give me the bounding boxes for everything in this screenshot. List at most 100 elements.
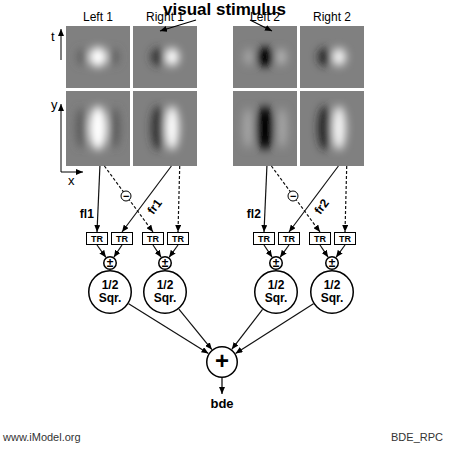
box-label: TR bbox=[147, 234, 159, 244]
panel-heading: Right 2 bbox=[286, 10, 378, 24]
sign-symbol: ± bbox=[273, 257, 280, 269]
sign-circle: ± bbox=[269, 256, 283, 270]
sign-symbol: ± bbox=[107, 257, 114, 269]
circle-outline bbox=[104, 257, 117, 270]
receptive-field-panel: Left 2 bbox=[233, 26, 297, 166]
text-holder: 1/2 Sqr. bbox=[310, 270, 354, 314]
inhibition-sign: − bbox=[121, 190, 132, 201]
transducer-box: TR bbox=[142, 232, 164, 245]
circle-outline bbox=[311, 271, 354, 314]
circle-outline bbox=[255, 271, 298, 314]
sum-circle: + bbox=[206, 346, 238, 378]
operation-label: 1/2 Sqr. bbox=[259, 279, 293, 305]
connector bbox=[97, 166, 100, 232]
axis-arrow bbox=[61, 104, 62, 172]
connector bbox=[153, 245, 161, 257]
circle-outline bbox=[326, 257, 339, 270]
operation-label: 1/2 Sqr. bbox=[93, 279, 127, 305]
transducer-box: TR bbox=[86, 232, 108, 245]
connector bbox=[114, 245, 122, 257]
text-holder: TR bbox=[310, 233, 330, 244]
half-square-circle: 1/2 Sqr. bbox=[310, 270, 354, 314]
transducer-box: TR bbox=[278, 232, 300, 245]
connector bbox=[264, 245, 272, 257]
box-label: TR bbox=[91, 234, 103, 244]
transducer-box: TR bbox=[167, 232, 189, 245]
transducer-box: TR bbox=[253, 232, 275, 245]
box-label: TR bbox=[172, 234, 184, 244]
connector bbox=[271, 166, 320, 232]
text-holder: TR bbox=[87, 233, 107, 244]
transducer-box: TR bbox=[309, 232, 331, 245]
connector bbox=[264, 166, 267, 232]
connector bbox=[320, 245, 328, 257]
receptive-field-image bbox=[233, 26, 297, 88]
inhibition-sign: − bbox=[288, 190, 299, 201]
watermark: BDE_RPC bbox=[391, 431, 443, 443]
text-holder: ± bbox=[325, 256, 339, 270]
operation-label: 1/2 Sqr. bbox=[148, 279, 182, 305]
box-label: TR bbox=[116, 234, 128, 244]
axis-arrow bbox=[61, 29, 62, 60]
receptive-field-image bbox=[300, 91, 364, 166]
box-label: TR bbox=[258, 234, 270, 244]
receptive-field-panel: Left 1 bbox=[66, 26, 130, 166]
box-label: TR bbox=[283, 234, 295, 244]
transducer-box: TR bbox=[334, 232, 356, 245]
panel-heading: Left 1 bbox=[52, 10, 144, 24]
receptive-field-image bbox=[300, 26, 364, 88]
half-square-circle: 1/2 Sqr. bbox=[88, 270, 132, 314]
connector bbox=[97, 245, 106, 257]
receptive-field-image bbox=[133, 26, 197, 88]
circle-outline bbox=[89, 271, 132, 314]
half-square-circle: 1/2 Sqr. bbox=[143, 270, 187, 314]
filter-label: fl1 bbox=[80, 208, 94, 221]
circle-outline bbox=[144, 271, 187, 314]
sign-circle: ± bbox=[325, 256, 339, 270]
text-holder: TR bbox=[335, 233, 355, 244]
filter-label: fr2 bbox=[312, 197, 332, 217]
filter-label: fr1 bbox=[145, 197, 165, 217]
connector bbox=[169, 245, 178, 257]
text-holder: ± bbox=[103, 256, 117, 270]
text-holder: ± bbox=[158, 256, 172, 270]
connector bbox=[178, 166, 180, 232]
text-holder: 1/2 Sqr. bbox=[88, 270, 132, 314]
connector bbox=[345, 166, 347, 232]
sign-circle: ± bbox=[158, 256, 172, 270]
operation-label: 1/2 Sqr. bbox=[315, 279, 349, 305]
text-holder: TR bbox=[168, 233, 188, 244]
text-holder: 1/2 Sqr. bbox=[254, 270, 298, 314]
text-holder: + bbox=[206, 346, 238, 378]
sum-symbol: + bbox=[215, 349, 229, 373]
text-holder: TR bbox=[143, 233, 163, 244]
text-holder: 1/2 Sqr. bbox=[143, 270, 187, 314]
output-arrow bbox=[221, 378, 222, 394]
circle-outline bbox=[207, 347, 238, 378]
half-square-circle: 1/2 Sqr. bbox=[254, 270, 298, 314]
transducer-box: TR bbox=[111, 232, 133, 245]
output-label: bde bbox=[210, 396, 233, 411]
circle-outline bbox=[270, 257, 283, 270]
connector bbox=[104, 166, 153, 232]
filter-label: fl2 bbox=[247, 208, 261, 221]
connector bbox=[336, 245, 345, 257]
box-label: TR bbox=[339, 234, 351, 244]
sign-symbol: ± bbox=[162, 257, 169, 269]
axis-arrow bbox=[61, 172, 83, 173]
receptive-field-panel: Right 1 bbox=[133, 26, 197, 166]
text-holder: TR bbox=[112, 233, 132, 244]
axis-label: t bbox=[51, 29, 55, 44]
receptive-field-image bbox=[66, 91, 130, 166]
text-holder: TR bbox=[279, 233, 299, 244]
text-holder: TR bbox=[254, 233, 274, 244]
sign-symbol: ± bbox=[329, 257, 336, 269]
connector bbox=[232, 309, 263, 349]
sign-circle: ± bbox=[103, 256, 117, 270]
axis-label: y bbox=[51, 97, 58, 112]
axis-label: x bbox=[68, 173, 75, 188]
watermark: www.iModel.org bbox=[3, 431, 81, 443]
